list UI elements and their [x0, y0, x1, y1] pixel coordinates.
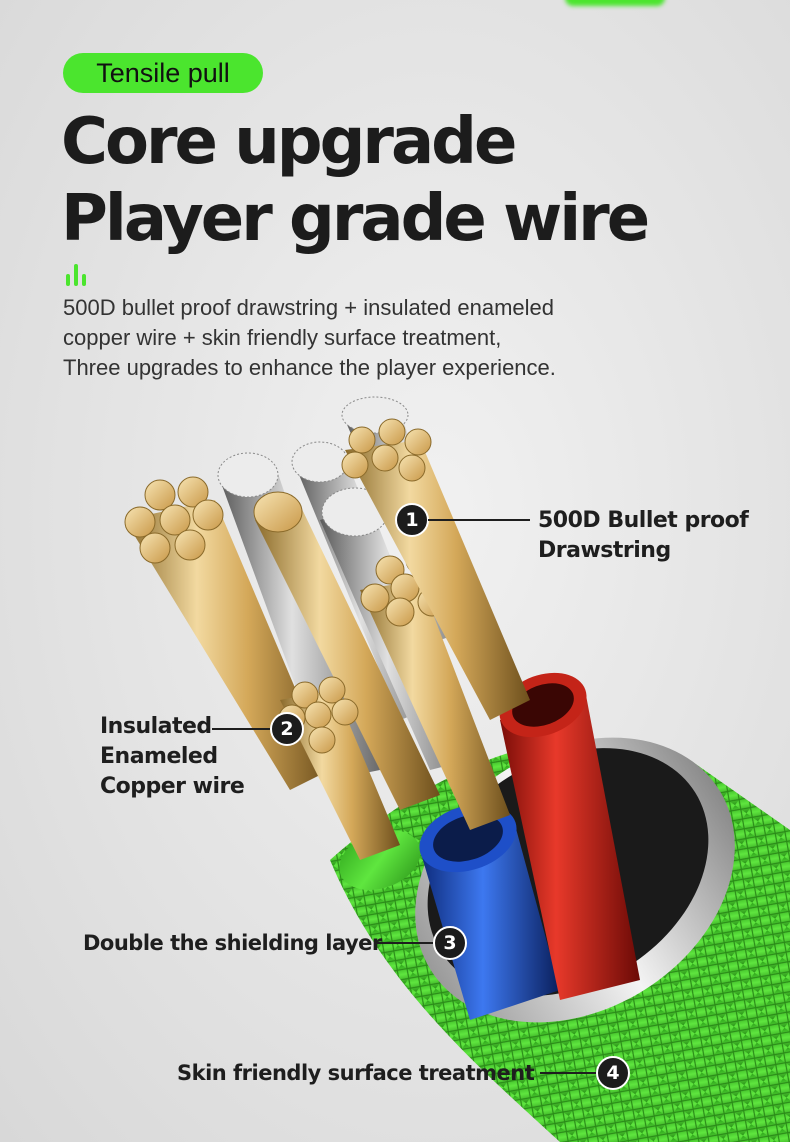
description-line: 500D bullet proof drawstring + insulated…: [63, 295, 555, 320]
callout-label-shielding: Double the shielding layer: [83, 931, 382, 955]
callout-label-surface: Skin friendly surface treatment: [177, 1061, 535, 1085]
description-line: Three upgrades to enhance the player exp…: [63, 355, 556, 380]
callout-line-2: [212, 728, 270, 730]
title-line-1: Core upgrade: [61, 105, 517, 179]
tensile-pull-tag: Tensile pull: [63, 53, 263, 93]
title-line-2: Player grade wire: [61, 182, 650, 256]
callout-badge-1: 1: [395, 503, 429, 537]
callout-line-3: [375, 942, 433, 944]
cable-cross-section-illustration: [124, 396, 790, 1142]
sound-bars-icon: [66, 262, 88, 286]
callout-label-drawstring: 500D Bullet proof Drawstring: [538, 508, 749, 563]
callout-line-1: [428, 519, 530, 521]
callout-line-4: [540, 1072, 596, 1074]
callout-badge-3: 3: [433, 926, 467, 960]
callout-badge-4: 4: [596, 1056, 630, 1090]
description-line: copper wire + skin friendly surface trea…: [63, 325, 502, 350]
description: 500D bullet proof drawstring + insulated…: [63, 293, 556, 383]
top-accent-glow: [565, 0, 665, 6]
callout-label-copper-wire: Insulated Enameled Copper wire: [100, 714, 245, 799]
callout-badge-2: 2: [270, 712, 304, 746]
